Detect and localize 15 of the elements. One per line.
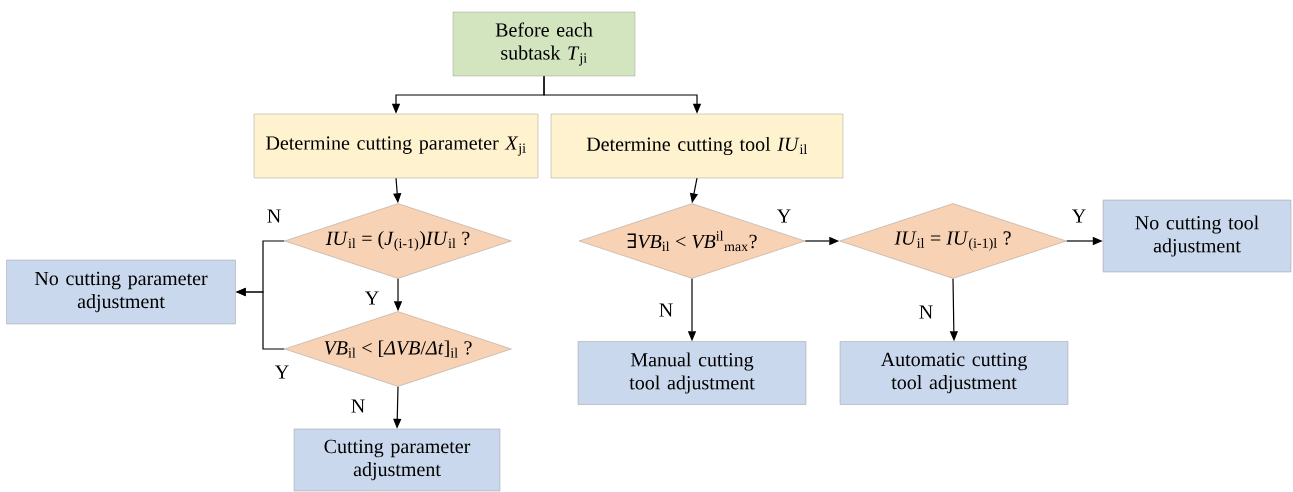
edge-label: N <box>657 302 675 318</box>
process-box: Determine cutting parameter X$_{ji}$ <box>253 113 539 179</box>
edge-label: Y <box>363 290 381 306</box>
process-box: Cutting parameter adjustment <box>293 428 501 492</box>
process-box: Manual cutting tool adjustment <box>577 341 807 405</box>
edge-label: Y <box>1070 208 1088 224</box>
process-box: No cutting tool adjustment <box>1102 199 1292 273</box>
edge-label: N <box>917 304 935 320</box>
process-box: Determine cutting tool IU$_{il}$ <box>550 113 844 179</box>
edge-label: N <box>265 208 283 224</box>
process-box: No cutting parameter adjustment <box>6 259 236 325</box>
process-box: Before each subtask T$_{ji}$ <box>452 11 636 77</box>
process-box: Automatic cutting tool adjustment <box>839 341 1069 405</box>
edge-label: Y <box>775 208 793 224</box>
edge-label: N <box>349 398 367 414</box>
